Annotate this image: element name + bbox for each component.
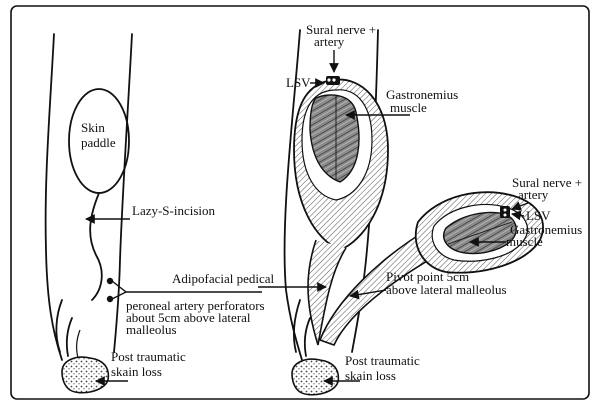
left-skin-defect	[62, 357, 108, 393]
lsv-vessel-top-1	[327, 78, 330, 81]
lsv-right-label: LSV	[526, 208, 551, 223]
lsv-vessel-top-2	[332, 78, 335, 81]
right-skin-defect	[292, 359, 338, 395]
adipofacial-label: Adipofacial pedical	[172, 271, 275, 286]
lsv-vessel-right-2	[504, 214, 507, 217]
lsv-top-label: LSV	[286, 75, 311, 90]
lazy-s-label: Lazy-S-incision	[132, 203, 216, 218]
lsv-vessel-right-1	[504, 209, 507, 212]
